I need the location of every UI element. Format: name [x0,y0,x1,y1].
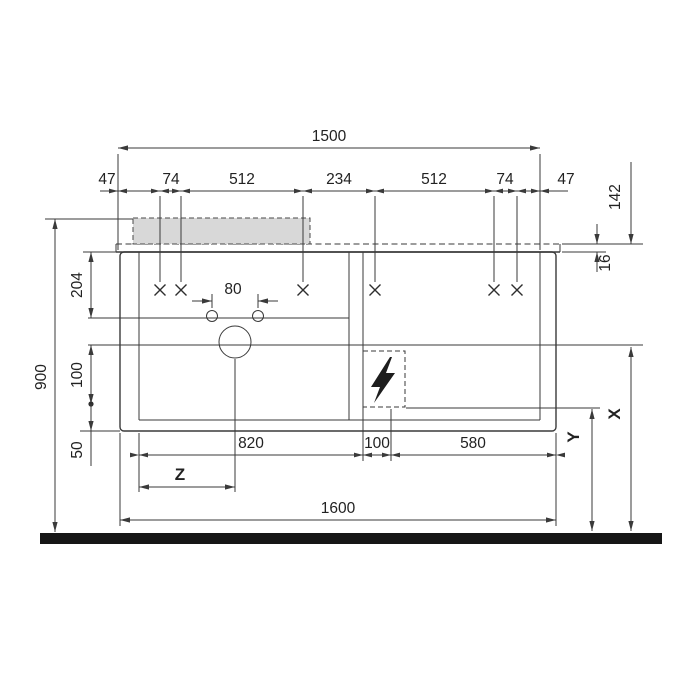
electrical-outlet-box [362,350,406,408]
drill-hole-x-marker [368,283,382,297]
label-900: 900 [33,364,50,390]
floor-ground-bar [40,533,662,544]
drill-hole-x-marker [153,283,167,297]
drill-hole-markers [153,283,524,297]
label-142: 142 [607,184,624,210]
label-820: 820 [238,435,264,452]
label-512-left: 512 [229,171,255,188]
dimension-labels: 1500 47 74 512 234 512 74 47 142 16 204 … [33,128,624,517]
label-100-left: 100 [69,362,86,388]
label-47-left: 47 [98,171,115,188]
basin-cutout-area [132,217,311,245]
drill-hole-x-marker [510,283,524,297]
label-100-bottom: 100 [364,435,390,452]
label-16: 16 [597,254,614,271]
label-74-right: 74 [496,171,514,188]
label-80: 80 [224,281,242,298]
faucet-hole-right [252,310,264,322]
label-y: Y [564,431,583,443]
label-x: X [605,408,624,420]
label-1500: 1500 [312,128,347,145]
label-234: 234 [326,171,352,188]
label-50: 50 [69,441,86,459]
faucet-and-drain-holes [206,310,264,359]
drill-hole-x-marker [487,283,501,297]
dimension-lines [52,145,634,532]
console-top-slab [115,243,561,253]
faucet-hole-left [206,310,218,322]
drain-hole [218,325,252,359]
drill-hole-x-marker [174,283,188,297]
label-74-left: 74 [162,171,180,188]
label-1600: 1600 [321,500,356,517]
label-z: Z [175,465,185,484]
label-204: 204 [69,272,86,298]
label-512-right: 512 [421,171,447,188]
label-580: 580 [460,435,486,452]
drill-hole-x-marker [296,283,310,297]
lightning-bolt-icon [371,357,395,403]
label-47-right: 47 [557,171,574,188]
extension-lines [45,154,643,526]
cabinet-body [119,251,557,432]
